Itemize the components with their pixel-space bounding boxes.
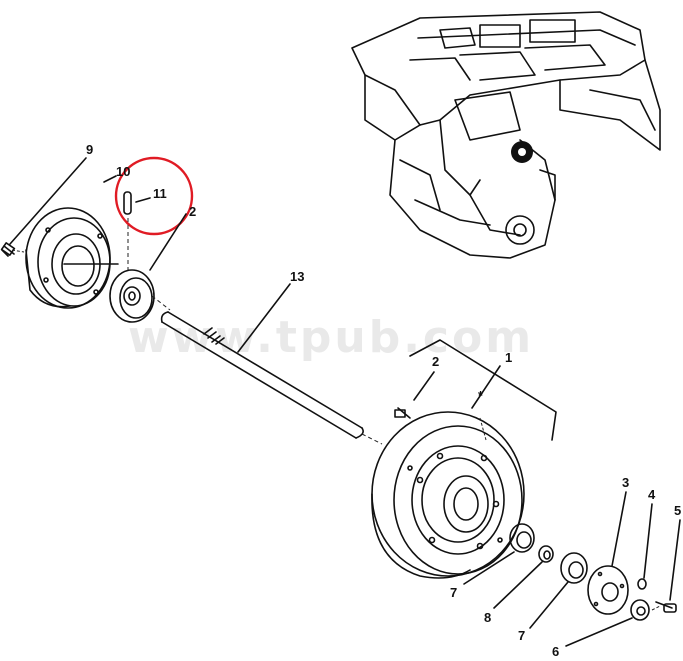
- bolt-part-2: [394, 407, 411, 419]
- flange-part-3: [587, 565, 629, 615]
- spacer-part-8: [538, 545, 554, 563]
- callout-3: 3: [622, 475, 629, 490]
- drive-shaft-part: [160, 311, 364, 439]
- nut-part-6: [630, 599, 650, 621]
- seal-housing-part: [25, 207, 119, 309]
- callout-6: 6: [552, 644, 559, 659]
- pin-part-11: [123, 191, 132, 215]
- hub-part-12: [109, 269, 155, 323]
- bearing-part-7b: [560, 552, 588, 584]
- callout-4: 4: [648, 487, 656, 502]
- assembly-bracket: [409, 339, 557, 441]
- callout-star: *: [478, 388, 484, 403]
- bearing-part-7a: [509, 523, 535, 553]
- callout-11: 11: [153, 186, 167, 201]
- callout-2: 2: [432, 354, 439, 369]
- crankshaft-pulley-drawing: [371, 411, 525, 579]
- bolt-part-9: [0, 242, 16, 257]
- callout-8: 8: [484, 610, 491, 625]
- callout-12-partial: 2: [189, 204, 196, 219]
- callout-5: 5: [674, 503, 681, 518]
- washer-part-4: [637, 578, 647, 590]
- callout-13: 13: [290, 269, 304, 284]
- callout-1: 1: [505, 350, 512, 365]
- red-circle-highlight: [114, 156, 194, 236]
- callout-9: 9: [86, 142, 93, 157]
- callout-10: 10: [116, 164, 130, 179]
- callout-7b: 7: [518, 628, 525, 643]
- bolt-part-5: [655, 601, 677, 613]
- callout-7a: 7: [450, 585, 457, 600]
- engine-block-illustration: [351, 11, 661, 259]
